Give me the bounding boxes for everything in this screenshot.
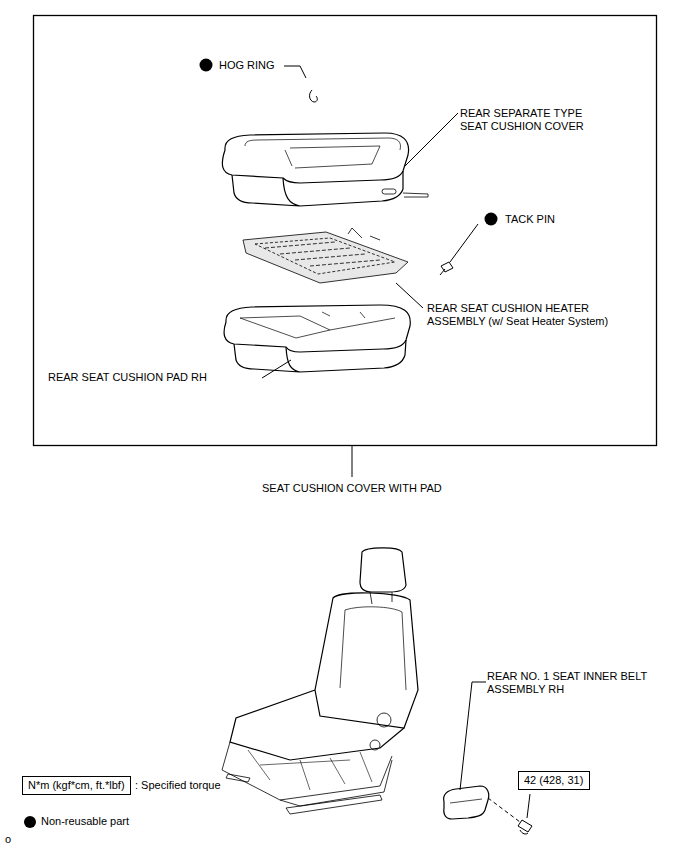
legend-swatch (24, 816, 36, 828)
hog-ring (284, 66, 317, 102)
part-label: SEAT CUSHION COVER WITH PAD (262, 482, 442, 495)
legend-text: : Specified torque (135, 779, 221, 792)
part-label: o (5, 833, 11, 846)
leader-line (396, 283, 423, 308)
part-label: REAR SEPARATE TYPE SEAT CUSHION COVER (460, 107, 600, 133)
torque-box: 42 (428, 31) (518, 771, 590, 790)
seat-cushion-pad (224, 305, 410, 372)
seat-belt-buckle (444, 682, 532, 834)
part-label: HOG RING (219, 59, 275, 72)
leader-line (262, 360, 291, 378)
part-label: TACK PIN (505, 213, 555, 226)
box-text: N*m (kgf*cm, ft.*lbf) (28, 779, 125, 791)
box-text: 42 (428, 31) (524, 774, 583, 786)
seat-cushion-cover (222, 113, 470, 206)
part-label: REAR SEAT CUSHION HEATER ASSEMBLY (w/ Se… (427, 302, 642, 328)
part-label: REAR SEAT CUSHION PAD RH (48, 371, 207, 384)
seat-assembly (222, 548, 418, 814)
leader-line (352, 446, 353, 477)
non-reusable-mark (200, 59, 213, 72)
unit-box: N*m (kgf*cm, ft.*lbf) (22, 776, 131, 795)
seat-heater (243, 228, 408, 283)
part-label: REAR NO. 1 SEAT INNER BELT ASSEMBLY RH (487, 670, 682, 696)
leader-line (405, 113, 458, 166)
group-frame (34, 16, 657, 446)
non-reusable-mark (485, 213, 498, 226)
tack-pin (440, 224, 478, 275)
legend-text: Non-reusable part (41, 815, 129, 828)
